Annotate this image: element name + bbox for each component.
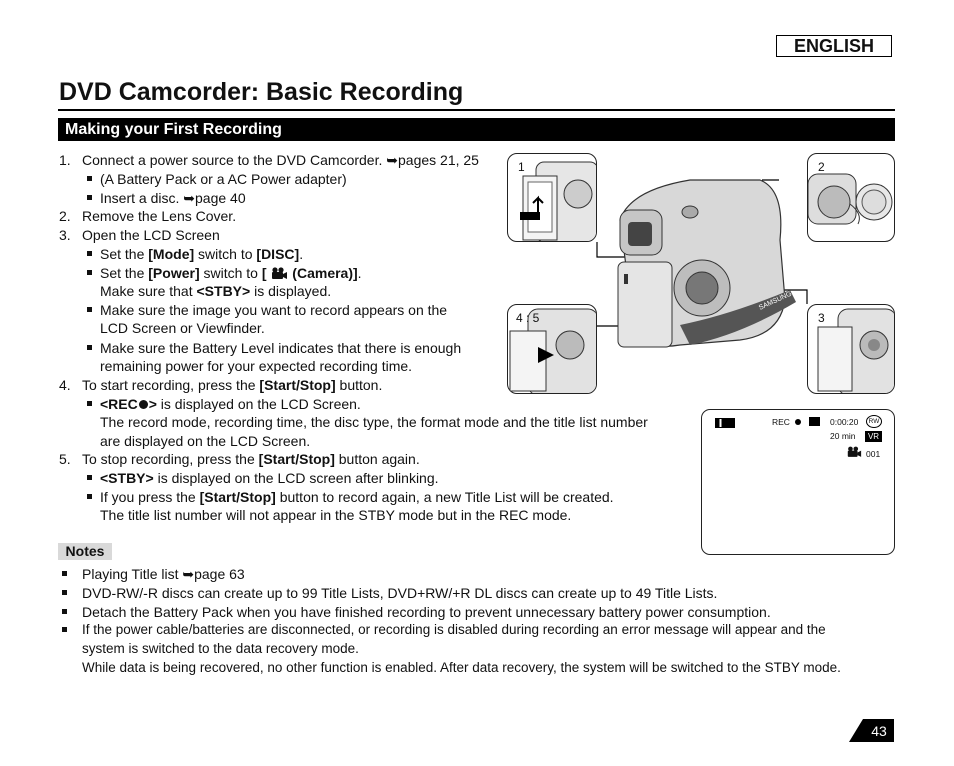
bullet-icon	[87, 345, 92, 350]
bullet-icon	[62, 590, 67, 595]
recording-time: 0:00:20	[830, 417, 859, 427]
figure-lens-cover: 2	[807, 153, 895, 242]
note-text: DVD-RW/-R discs can create up to 99 Titl…	[82, 585, 718, 601]
title-divider	[58, 109, 895, 111]
note-text-cont: While data is being recovered, no other …	[82, 660, 841, 675]
camcorder-illustration: SAMSUNG	[596, 179, 808, 348]
bullet-text: Make sure the image you want to record a…	[100, 302, 448, 318]
bullet-icon	[87, 475, 92, 480]
bullet-text: Make sure the Battery Level indicates th…	[100, 340, 462, 356]
disc-type-text: RW	[868, 418, 880, 425]
bullet-icon	[87, 401, 92, 406]
section-heading: Making your First Recording	[58, 118, 895, 141]
arrow-icon: ➥	[182, 566, 195, 582]
step-4-text: To start recording, press the [Start/Sto…	[82, 377, 383, 393]
bullet-text: If you press the [Start/Stop] button to …	[100, 489, 614, 505]
disc-type-badge: RW	[866, 415, 882, 428]
lcd-display-example: REC 0:00:20 RW 20 min VR 001	[701, 409, 895, 555]
format-badge: VR	[865, 431, 882, 442]
step-1-text: Connect a power source to the DVD Camcor…	[82, 152, 479, 168]
paragraph-text: are displayed on the LCD Screen.	[100, 433, 311, 449]
lcd-open-illustration	[817, 308, 894, 393]
battery-icon	[715, 418, 735, 428]
page-number-badge: 43	[849, 719, 894, 742]
note-text: Detach the Battery Pack when you have fi…	[82, 604, 771, 620]
step-3-text: Open the LCD Screen	[82, 227, 220, 243]
camera-icon	[847, 446, 862, 457]
arrow-icon: ➥	[386, 152, 398, 168]
bullet-icon	[87, 270, 92, 275]
bullet-icon	[62, 609, 67, 614]
step-number: 2.	[59, 208, 71, 224]
remaining-time: 20 min	[830, 431, 856, 441]
bullet-text: Set the [Mode] switch to [DISC].	[100, 246, 304, 262]
step-number: 5.	[59, 451, 71, 467]
bullet-icon	[87, 176, 92, 181]
step-number: 1.	[59, 152, 71, 168]
figure-start-stop: 4 : 5	[507, 304, 597, 394]
step-number: 3.	[59, 227, 71, 243]
figure-number: 3	[818, 311, 825, 325]
bullet-text-cont: LCD Screen or Viewfinder.	[100, 320, 265, 336]
note-text-cont: system is switched to the data recovery …	[82, 641, 359, 656]
step-5-text: To stop recording, press the [Start/Stop…	[82, 451, 420, 467]
title-list-number: 001	[866, 449, 881, 459]
rec-dot-icon	[138, 400, 148, 409]
bullet-text-cont: The title list number will not appear in…	[100, 507, 572, 523]
bullet-text: Insert a disc. ➥page 40	[100, 190, 246, 206]
bullet-icon	[62, 571, 67, 576]
figure-number: 1	[518, 160, 525, 174]
lens-cover-illustration	[808, 173, 893, 225]
bullet-text: (A Battery Pack or a AC Power adapter)	[100, 171, 347, 187]
figure-number: 4 : 5	[516, 311, 540, 325]
page-number: 43	[871, 723, 887, 739]
step-number: 4.	[59, 377, 71, 393]
camera-icon	[272, 267, 288, 279]
bullet-icon	[87, 494, 92, 499]
figure-battery-insert: 1	[507, 153, 597, 242]
note-text: Playing Title list ➥page 63	[82, 566, 245, 582]
step-2-text: Remove the Lens Cover.	[82, 208, 237, 224]
rec-dot-icon	[795, 419, 801, 425]
language-label: ENGLISH	[776, 35, 892, 57]
start-stop-illustration	[509, 308, 596, 393]
rec-label: REC	[772, 417, 790, 427]
bullet-text: <STBY> is displayed on the LCD screen af…	[100, 470, 439, 486]
note-text: If the power cable/batteries are disconn…	[82, 622, 826, 637]
battery-illustration	[520, 161, 596, 241]
bullet-icon	[87, 251, 92, 256]
notes-label: Notes	[58, 543, 112, 560]
figure-number: 2	[818, 160, 825, 174]
bullet-text: Set the [Power] switch to [ (Camera)].	[100, 265, 362, 281]
paragraph-text: The record mode, recording time, the dis…	[100, 414, 648, 430]
page-title: DVD Camcorder: Basic Recording	[59, 78, 464, 106]
bullet-icon	[87, 195, 92, 200]
bullet-icon	[62, 627, 67, 632]
format-text: VR	[867, 432, 880, 441]
figure-lcd-open: 3	[807, 304, 895, 394]
bullet-icon	[87, 307, 92, 312]
bullet-text-cont: remaining power for your expected record…	[100, 358, 413, 374]
bullet-text: <REC> is displayed on the LCD Screen.	[100, 396, 361, 412]
bullet-text-cont: Make sure that <STBY> is displayed.	[100, 283, 332, 299]
record-mode-icon	[809, 417, 820, 426]
arrow-icon: ➥	[183, 190, 195, 206]
